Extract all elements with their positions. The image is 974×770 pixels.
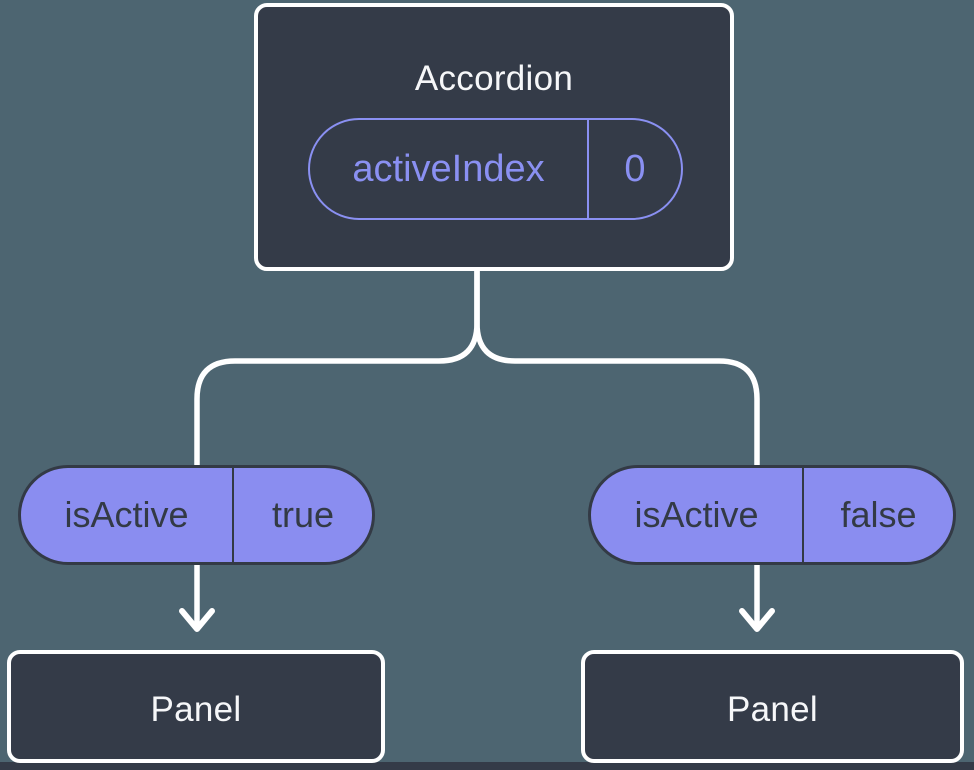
panel-component-box-left: Panel	[7, 650, 385, 763]
prop-name-label: isActive	[591, 468, 804, 562]
prop-pill-isactive-true: isActive true	[18, 465, 375, 565]
arrowhead-down-icon	[179, 608, 215, 632]
prop-name-label: isActive	[21, 468, 234, 562]
prop-value-label: true	[271, 494, 335, 535]
state-value-label: 0	[624, 147, 646, 190]
panel-title: Panel	[150, 690, 242, 729]
state-name-label: activeIndex	[310, 120, 589, 218]
arrowhead-down-icon	[739, 608, 775, 632]
bottom-edge-strip	[0, 762, 974, 770]
connector-branch-right	[474, 266, 760, 629]
prop-pill-isactive-false: isActive false	[588, 465, 956, 565]
panel-component-box-right: Panel	[581, 650, 964, 763]
prop-value-label: false	[840, 494, 917, 535]
panel-title: Panel	[726, 690, 819, 729]
accordion-title: Accordion	[414, 59, 574, 98]
accordion-component-box: Accordion activeIndex 0	[254, 3, 734, 271]
state-pill-activeindex: activeIndex 0	[308, 118, 683, 220]
connector-branch-left	[194, 266, 480, 629]
